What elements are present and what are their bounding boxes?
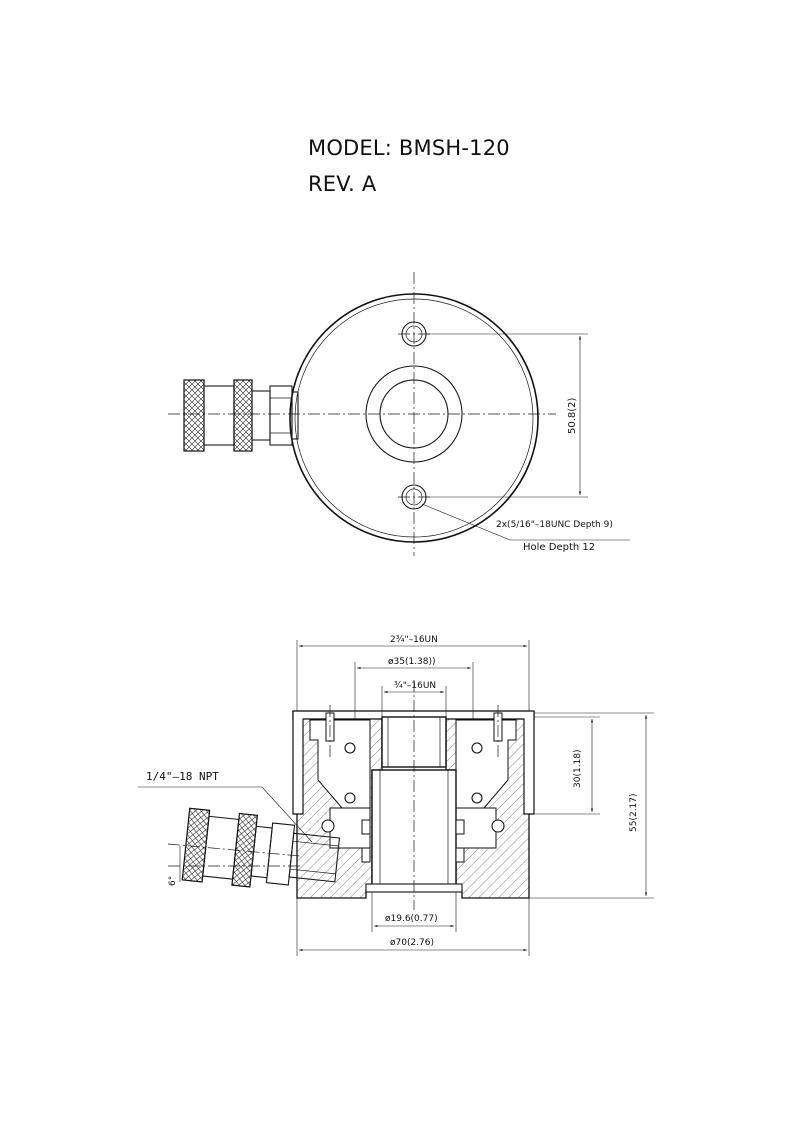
hole-depth-note: Hole Depth 12 <box>523 542 595 553</box>
top-view: 50.8(2) 2x(5/16"–18UNC Depth 9) Hole Dep… <box>168 272 630 556</box>
section-view: 6° 1/4"–18 NPT 2¾"–16UN ø35(1.38)) ¾"–16… <box>138 635 654 956</box>
body-diameter-label: ø70(2.76) <box>390 938 434 948</box>
model-title: MODEL: BMSH-120 <box>308 136 510 160</box>
port-leader <box>138 786 313 843</box>
coupler-knurl-left <box>183 379 205 452</box>
bore-diameter-label: ø35(1.38)) <box>388 657 436 667</box>
overall-height-label: 55(2.17) <box>629 793 639 832</box>
port-thread-label: 1/4"–18 NPT <box>146 770 219 783</box>
revision-label: REV. A <box>308 172 377 196</box>
coupler-top-view <box>183 379 299 452</box>
coupler-section-view <box>181 807 341 888</box>
outer-thread-label: 2¾"–16UN <box>390 635 438 645</box>
inner-thread-label: ¾"–16UN <box>394 681 436 691</box>
stroke-height-label: 30(1.18) <box>573 749 583 788</box>
thread-note: 2x(5/16"–18UNC Depth 9) <box>496 520 613 530</box>
hole-note-leader <box>421 503 630 541</box>
bolt-spacing-label: 50.8(2) <box>567 397 578 434</box>
coupler-angle-label: 6° <box>168 876 178 886</box>
coupler-knurl-right <box>233 379 253 452</box>
plunger-diameter-label: ø19.6(0.77) <box>385 914 438 924</box>
